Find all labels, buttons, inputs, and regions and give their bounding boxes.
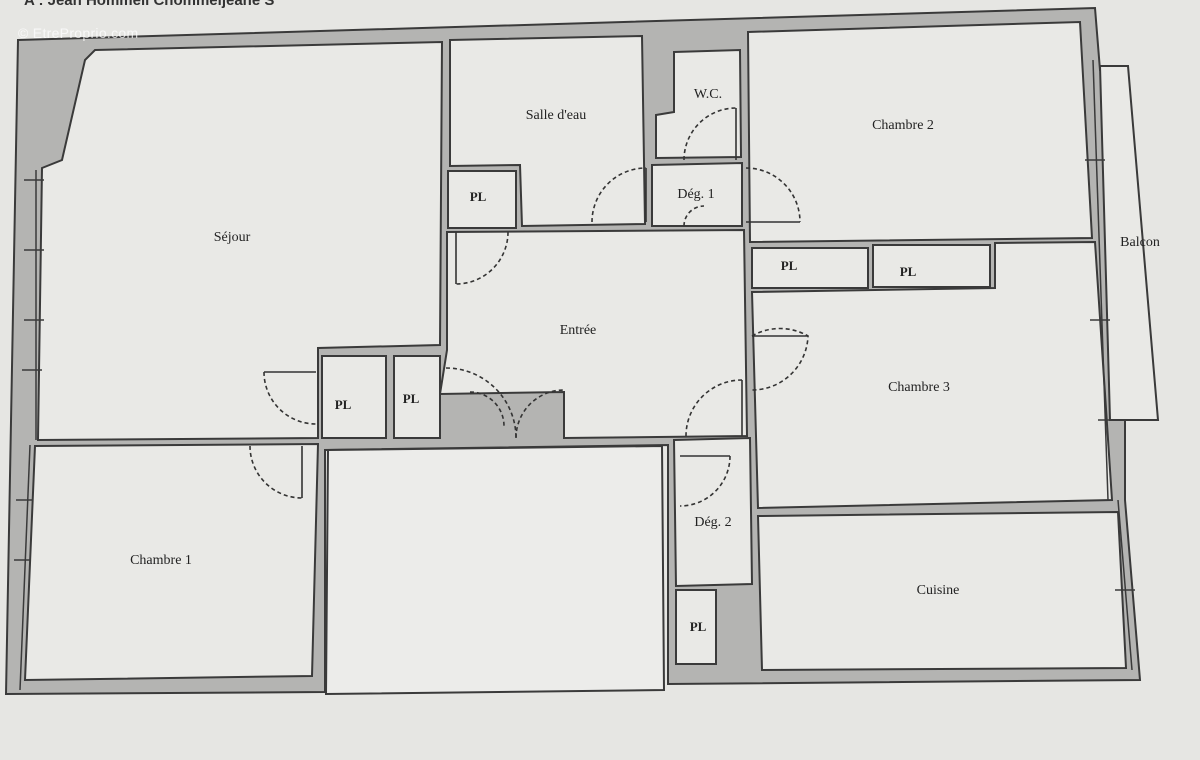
room-deg1 xyxy=(651,161,743,227)
label-deg2: Dég. 2 xyxy=(694,515,732,530)
label-cuisine: Cuisine xyxy=(916,583,960,598)
label-deg1: Dég. 1 xyxy=(677,187,715,202)
landing-area xyxy=(324,444,666,696)
balcony xyxy=(1098,65,1160,421)
closet-chambre3-1 xyxy=(751,247,869,289)
plan-header: A : Jean Hommell Chommeljeane S xyxy=(24,0,275,9)
room-salle-deau xyxy=(449,34,647,228)
room-entree xyxy=(438,228,749,440)
closet-chambre3-2 xyxy=(872,244,991,288)
room-chambre3 xyxy=(750,240,1114,510)
room-sejour xyxy=(36,40,444,442)
label-salle-deau: Salle d'eau xyxy=(525,108,587,123)
room-deg2 xyxy=(672,436,754,588)
watermark: © EtreProprio.com xyxy=(18,25,139,41)
label-closet-salle-deau: PL xyxy=(469,189,487,204)
closet-salle-deau xyxy=(447,170,517,229)
label-balcon: Balcon xyxy=(1120,235,1160,250)
label-closet-sejour-1: PL xyxy=(334,397,352,412)
label-entree: Entrée xyxy=(559,323,597,338)
label-closet-sejour-2: PL xyxy=(402,391,420,406)
room-chambre2 xyxy=(746,20,1094,244)
label-chambre2: Chambre 2 xyxy=(872,118,934,133)
room-cuisine xyxy=(756,510,1128,672)
label-wc: W.C. xyxy=(693,87,723,102)
closet-sejour-1 xyxy=(321,355,387,439)
label-closet-deg2: PL xyxy=(689,619,707,634)
label-chambre3: Chambre 3 xyxy=(888,380,950,395)
room-wc xyxy=(655,48,743,160)
room-chambre1 xyxy=(23,442,320,682)
label-closet-chambre3-1: PL xyxy=(780,258,798,273)
label-chambre1: Chambre 1 xyxy=(130,553,192,568)
label-sejour: Séjour xyxy=(213,230,251,245)
closet-deg2 xyxy=(675,589,717,665)
windows xyxy=(14,59,1135,691)
label-closet-chambre3-2: PL xyxy=(899,264,917,279)
door-swings xyxy=(249,107,809,507)
closet-sejour-2 xyxy=(393,355,441,439)
